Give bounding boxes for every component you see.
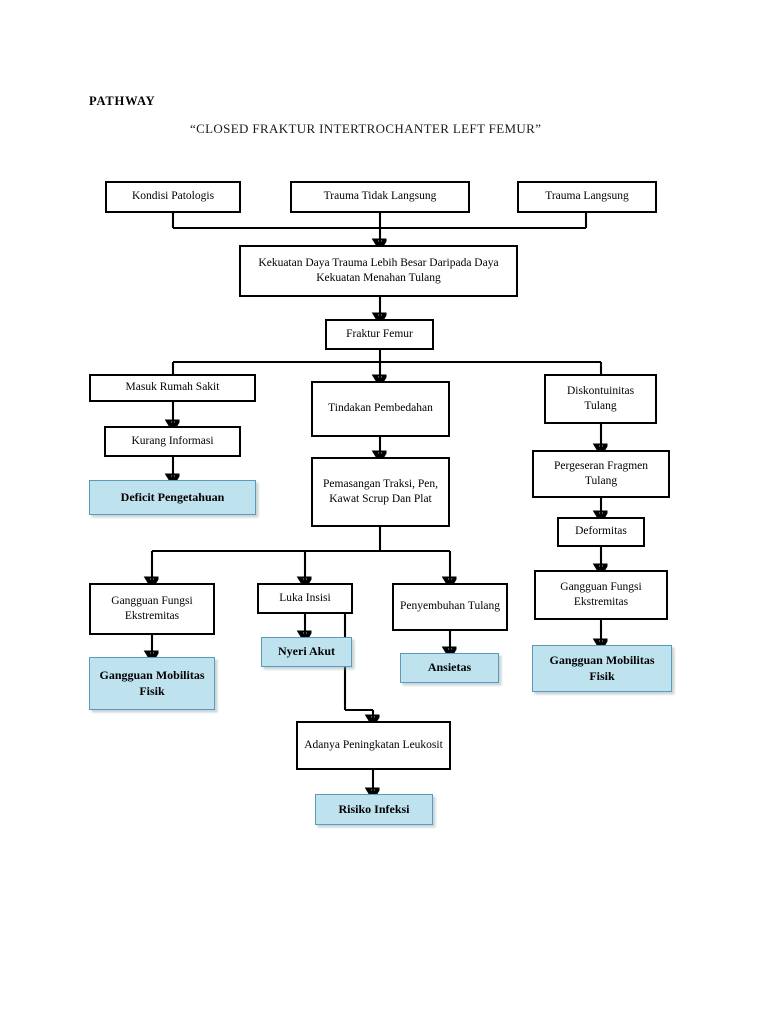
node-label: Gangguan Mobilitas Fisik (549, 652, 655, 683)
node-kondisi-patologis[interactable]: Kondisi Patologis (105, 181, 241, 213)
node-label: Kurang Informasi (131, 434, 214, 447)
node-label: Diskontuinitas Tulang (566, 384, 635, 412)
node-gangguan-mobilitas-fisik-right[interactable]: Gangguan Mobilitas Fisik (532, 645, 672, 692)
node-gangguan-fungsi-ekstremitas-left[interactable]: Gangguan Fungsi Ekstremitas (89, 583, 215, 635)
node-deformitas[interactable]: Deformitas (557, 517, 645, 547)
node-label: Adanya Peningkatan Leukosit (304, 738, 443, 751)
node-gangguan-mobilitas-fisik-left[interactable]: Gangguan Mobilitas Fisik (89, 657, 215, 710)
node-tindakan-pembedahan[interactable]: Tindakan Pembedahan (311, 381, 450, 437)
node-diskontuinitas-tulang[interactable]: Diskontuinitas Tulang (544, 374, 657, 424)
node-kekuatan-daya-trauma[interactable]: Kekuatan Daya Trauma Lebih Besar Daripad… (239, 245, 518, 297)
node-fraktur-femur[interactable]: Fraktur Femur (325, 319, 434, 350)
node-trauma-tidak-langsung[interactable]: Trauma Tidak Langsung (290, 181, 470, 213)
node-penyembuhan-tulang[interactable]: Penyembuhan Tulang (392, 583, 508, 631)
node-label: Deficit Pengetahuan (120, 489, 225, 504)
node-trauma-langsung[interactable]: Trauma Langsung (517, 181, 657, 213)
node-label: Luka Insisi (279, 591, 331, 604)
node-ansietas[interactable]: Ansietas (400, 653, 499, 683)
page-title: PATHWAY (89, 94, 156, 108)
node-deficit-pengetahuan[interactable]: Deficit Pengetahuan (89, 480, 256, 515)
node-label: Gangguan Fungsi Ekstremitas (560, 580, 642, 608)
node-label: Nyeri Akut (278, 644, 335, 659)
node-label: Kondisi Patologis (131, 190, 215, 203)
node-label: Kekuatan Daya Trauma Lebih Besar Daripad… (258, 256, 499, 284)
node-pemasangan-traksi[interactable]: Pemasangan Traksi, Pen, Kawat Scrup Dan … (311, 457, 450, 527)
node-label: Gangguan Fungsi Ekstremitas (111, 594, 193, 622)
node-risiko-infeksi[interactable]: Risiko Infeksi (315, 794, 433, 825)
node-adanya-peningkatan-leukosit[interactable]: Adanya Peningkatan Leukosit (296, 721, 451, 770)
node-kurang-informasi[interactable]: Kurang Informasi (104, 426, 241, 457)
node-label: Trauma Tidak Langsung (323, 190, 437, 203)
node-label: Ansietas (427, 660, 472, 675)
node-label: Trauma Langsung (545, 190, 629, 203)
node-masuk-rumah-sakit[interactable]: Masuk Rumah Sakit (89, 374, 256, 402)
node-label: Fraktur Femur (346, 327, 413, 340)
node-label: Risiko Infeksi (338, 801, 410, 816)
node-label: Penyembuhan Tulang (400, 600, 500, 613)
node-label: Pergeseran Fragmen Tulang (554, 459, 648, 487)
node-label: Gangguan Mobilitas Fisik (99, 667, 205, 698)
page-subtitle: “CLOSED FRAKTUR INTERTROCHANTER LEFT FEM… (190, 121, 542, 136)
node-label: Deformitas (575, 525, 627, 538)
node-luka-insisi[interactable]: Luka Insisi (257, 583, 353, 614)
node-label: Tindakan Pembedahan (328, 402, 433, 415)
node-pergeseran-fragmen-tulang[interactable]: Pergeseran Fragmen Tulang (532, 450, 670, 498)
node-gangguan-fungsi-ekstremitas-right[interactable]: Gangguan Fungsi Ekstremitas (534, 570, 668, 620)
node-nyeri-akut[interactable]: Nyeri Akut (261, 637, 352, 667)
node-label: Pemasangan Traksi, Pen, Kawat Scrup Dan … (323, 477, 438, 505)
node-label: Masuk Rumah Sakit (125, 381, 220, 394)
